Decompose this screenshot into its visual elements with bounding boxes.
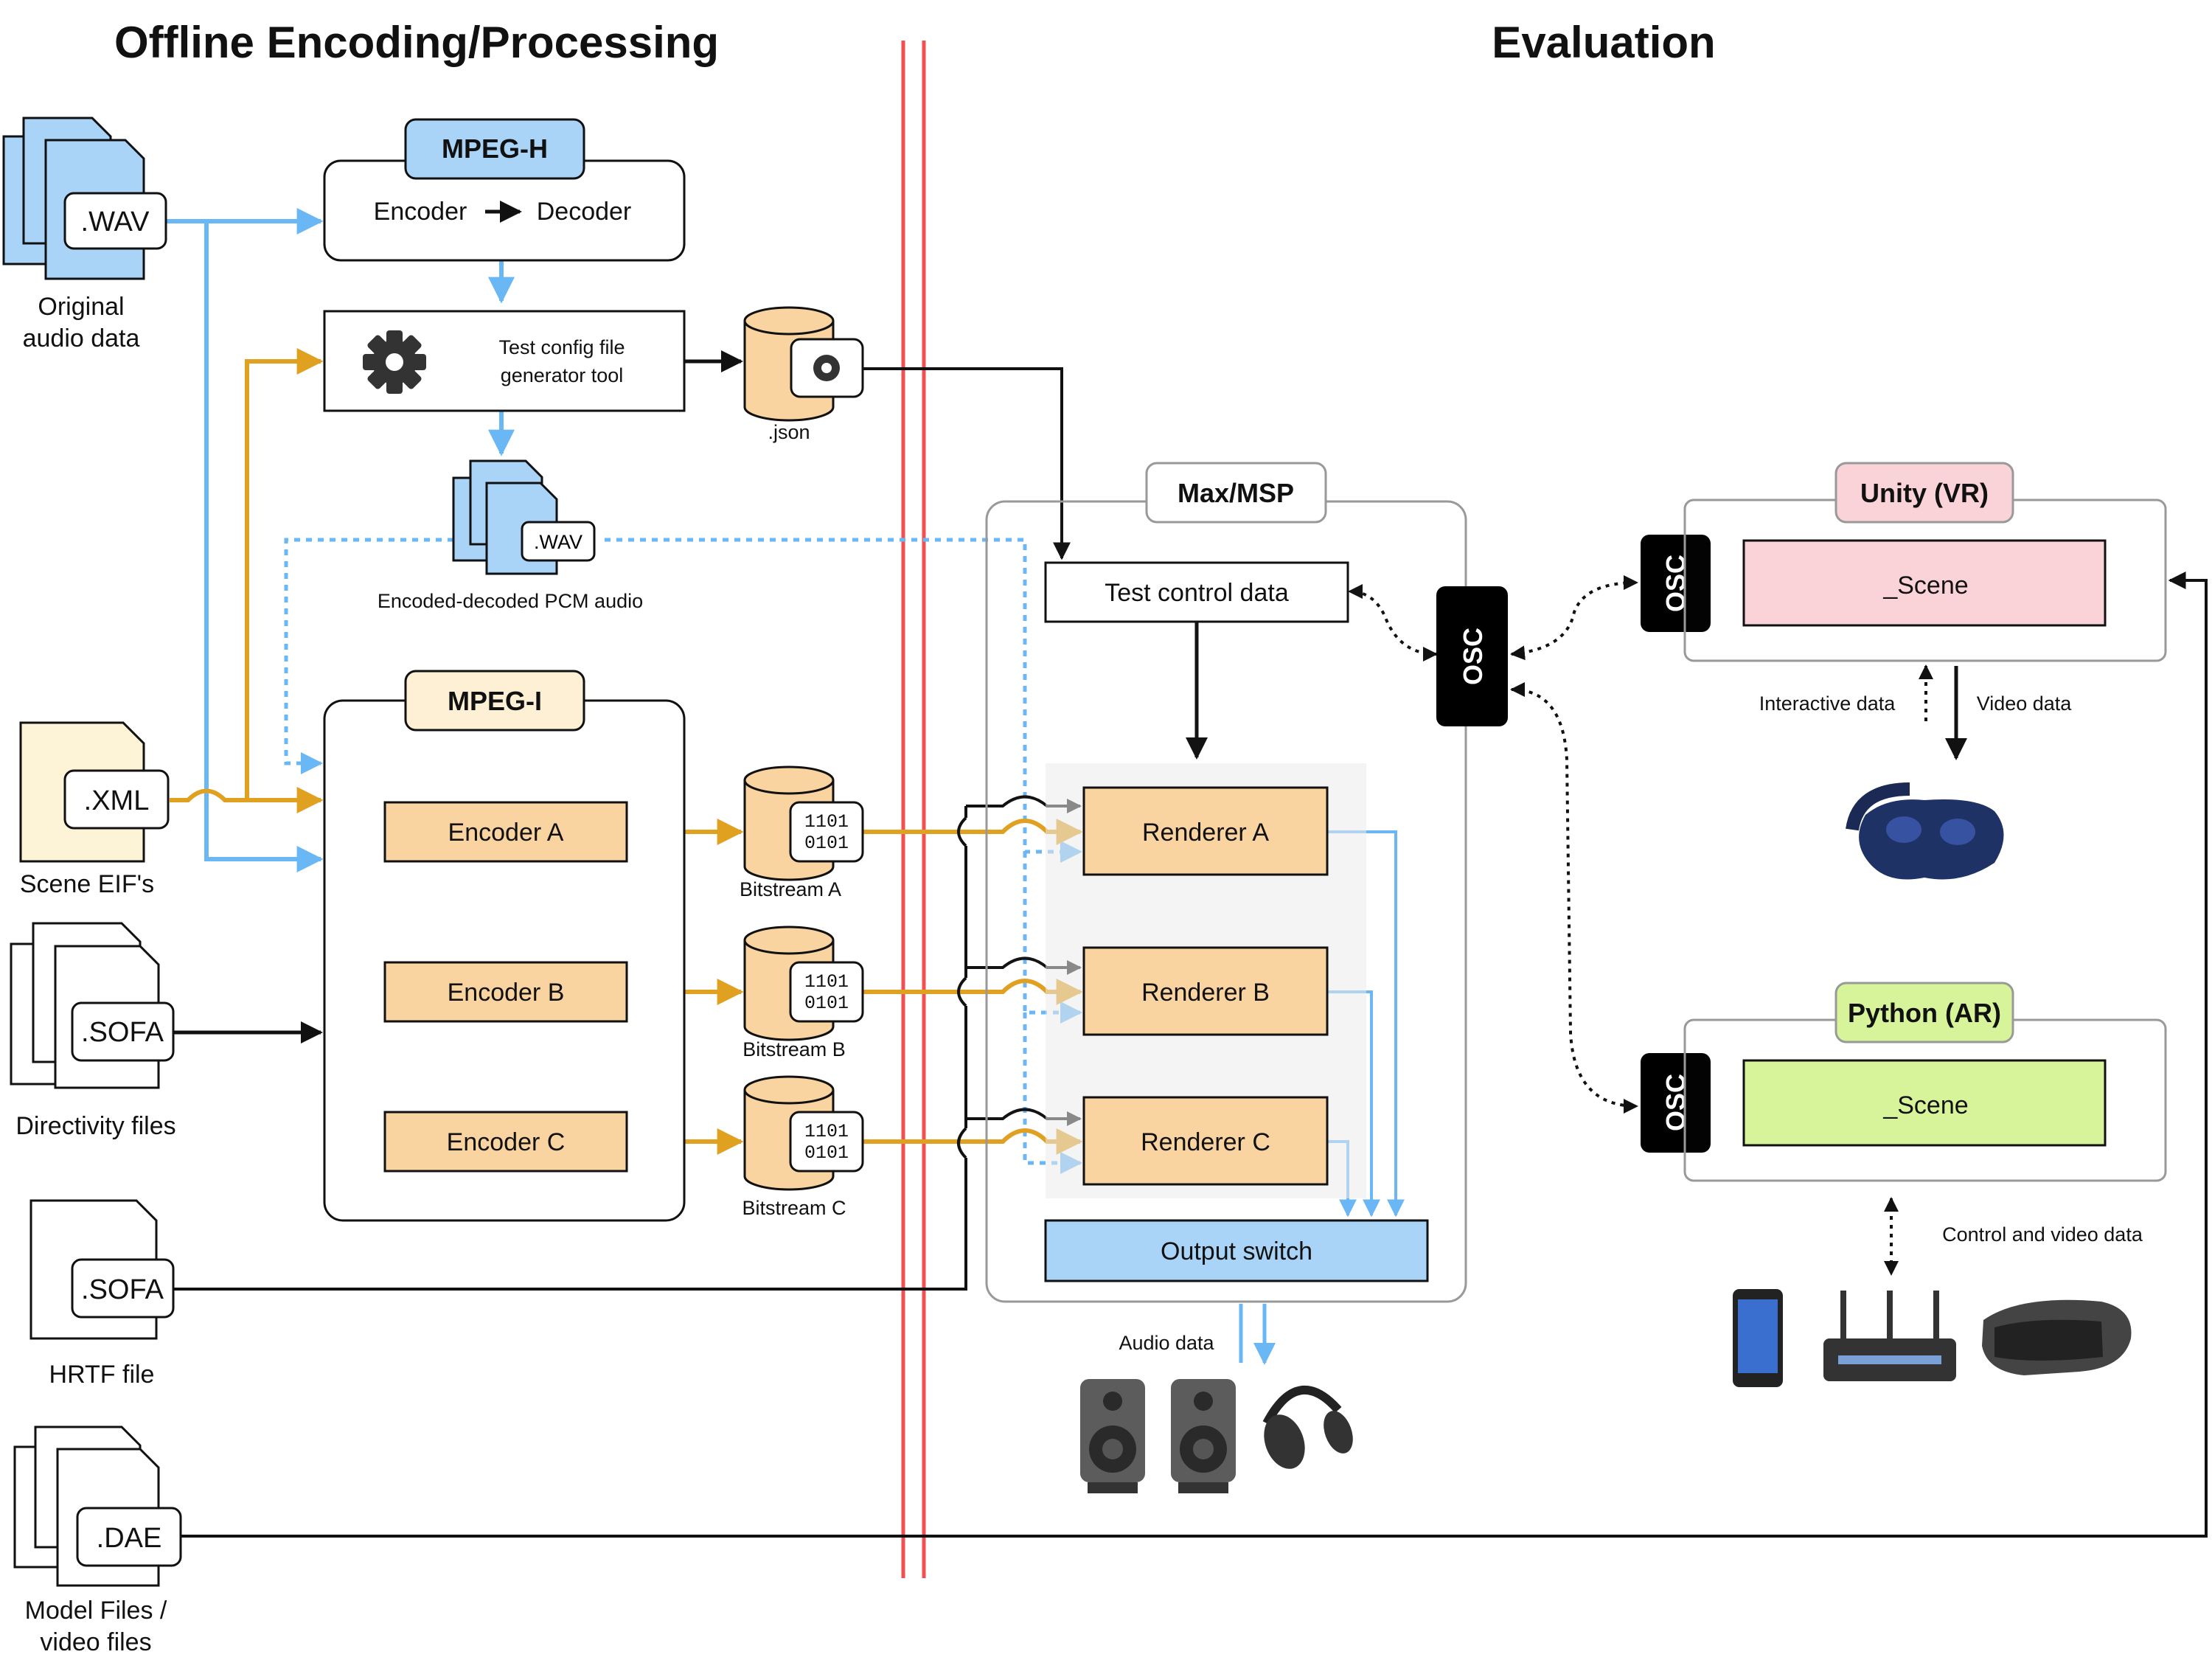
python-tag bbox=[1834, 982, 2014, 1043]
xml-ext-label: .XML bbox=[84, 785, 150, 816]
mpegh-tag bbox=[404, 118, 585, 180]
bitstream-b-bits-1: 1101 bbox=[804, 971, 849, 993]
mpegi-tag-label: MPEG-I bbox=[448, 686, 542, 716]
header-offline: Offline Encoding/Processing bbox=[114, 18, 719, 67]
bitstream-c-bits-1: 1101 bbox=[804, 1121, 849, 1142]
bitstream-c-bits-2: 0101 bbox=[804, 1142, 849, 1164]
bitstream-c-caption: Bitstream C bbox=[742, 1197, 846, 1219]
osc-label-max: OSC bbox=[1458, 628, 1488, 685]
video-data-label: Video data bbox=[1977, 692, 2073, 715]
encoder-b-label: Encoder B bbox=[448, 979, 565, 1007]
xml-file-icon: .XML bbox=[19, 721, 170, 863]
output-switch-box bbox=[1044, 1219, 1429, 1282]
python-scene-label: _Scene bbox=[1882, 1091, 1968, 1119]
dae-caption-2: video files bbox=[40, 1628, 151, 1656]
encoded-wav-file-icon: .WAV bbox=[452, 459, 596, 575]
renderer-c-box bbox=[1082, 1096, 1329, 1186]
json-caption: .json bbox=[768, 421, 810, 443]
encoder-a-label: Encoder A bbox=[448, 819, 564, 847]
speaker-right-icon bbox=[1171, 1379, 1236, 1493]
headphones-icon bbox=[1262, 1386, 1353, 1469]
bitstream-c-icon: 1101 0101 bbox=[743, 1075, 864, 1191]
dae-caption-1: Model Files / bbox=[25, 1597, 167, 1625]
encoded-wav-caption: Encoded-decoded PCM audio bbox=[378, 590, 643, 612]
config-tool-line-2: generator tool bbox=[501, 364, 624, 386]
renderer-a-label: Renderer A bbox=[1142, 819, 1269, 847]
osc-block-python: OSC bbox=[1641, 1053, 1711, 1153]
router-icon bbox=[1823, 1291, 1956, 1381]
mpegh-tag-label: MPEG-H bbox=[442, 133, 548, 164]
dae-ext-label: .DAE bbox=[97, 1523, 162, 1554]
test-control-label: Test control data bbox=[1105, 579, 1289, 607]
header-evaluation: Evaluation bbox=[1492, 18, 1715, 67]
interactive-data-label: Interactive data bbox=[1759, 692, 1896, 715]
output-switch-label: Output switch bbox=[1161, 1237, 1312, 1265]
sofa-hrtf-file-icon: .SOFA bbox=[29, 1199, 175, 1340]
bitstream-b-icon: 1101 0101 bbox=[743, 925, 864, 1041]
vr-headset-icon bbox=[1846, 782, 2004, 880]
renderer-b-box bbox=[1082, 946, 1329, 1036]
xml-caption: Scene EIF's bbox=[20, 870, 154, 898]
unity-scene-label: _Scene bbox=[1882, 572, 1968, 600]
wav-caption-2: audio data bbox=[23, 324, 140, 353]
maxmsp-tag-label: Max/MSP bbox=[1178, 478, 1294, 508]
gear-icon bbox=[363, 330, 426, 394]
osc-block-max: OSC bbox=[1436, 586, 1508, 726]
bitstream-a-caption: Bitstream A bbox=[740, 878, 841, 900]
sofa-dir-caption: Directivity files bbox=[15, 1112, 175, 1140]
wav-ext-label: .WAV bbox=[81, 206, 150, 237]
dae-file-icon: .DAE bbox=[13, 1425, 182, 1587]
ar-headset-icon bbox=[1982, 1299, 2132, 1375]
json-database-icon bbox=[743, 306, 864, 422]
encoder-c-box bbox=[383, 1111, 628, 1173]
bitstream-b-caption: Bitstream B bbox=[742, 1038, 846, 1060]
control-video-label: Control and video data bbox=[1942, 1223, 2143, 1246]
sofa-directivity-file-icon: .SOFA bbox=[10, 922, 175, 1089]
unity-scene-box bbox=[1742, 539, 2107, 627]
bitstream-a-icon: 1101 0101 bbox=[743, 765, 864, 881]
bitstream-b-bits-2: 0101 bbox=[804, 993, 849, 1014]
unity-tag bbox=[1834, 462, 2014, 524]
wav-file-icon: .WAV bbox=[2, 117, 167, 280]
mpegi-tag bbox=[404, 670, 585, 732]
unity-tag-label: Unity (VR) bbox=[1860, 478, 1989, 508]
bitstream-a-bits-2: 0101 bbox=[804, 833, 849, 854]
bitstream-a-bits-1: 1101 bbox=[804, 811, 849, 833]
encoder-c-label: Encoder C bbox=[447, 1128, 566, 1156]
python-scene-box bbox=[1742, 1059, 2107, 1147]
mpegh-encoder-label: Encoder bbox=[374, 198, 467, 226]
renderer-b-label: Renderer B bbox=[1141, 979, 1270, 1007]
test-control-box bbox=[1044, 561, 1349, 623]
sofa-hrtf-ext-label: .SOFA bbox=[81, 1274, 164, 1305]
audio-data-label: Audio data bbox=[1119, 1332, 1214, 1354]
maxmsp-tag bbox=[1145, 462, 1327, 524]
encoded-wav-ext-label: .WAV bbox=[534, 531, 582, 553]
sofa-hrtf-caption: HRTF file bbox=[49, 1361, 155, 1389]
encoder-a-box bbox=[383, 801, 628, 863]
renderer-a-box bbox=[1082, 786, 1329, 876]
speaker-left-icon bbox=[1080, 1379, 1145, 1493]
config-tool-line-1: Test config file bbox=[498, 336, 625, 358]
renderer-c-label: Renderer C bbox=[1141, 1128, 1270, 1156]
smartphone-icon bbox=[1733, 1289, 1783, 1387]
python-tag-label: Python (AR) bbox=[1848, 998, 2001, 1028]
sofa-dir-ext-label: .SOFA bbox=[81, 1017, 164, 1048]
wav-caption-1: Original bbox=[38, 293, 124, 321]
encoder-b-box bbox=[383, 961, 628, 1023]
mpegh-decoder-label: Decoder bbox=[537, 198, 632, 226]
